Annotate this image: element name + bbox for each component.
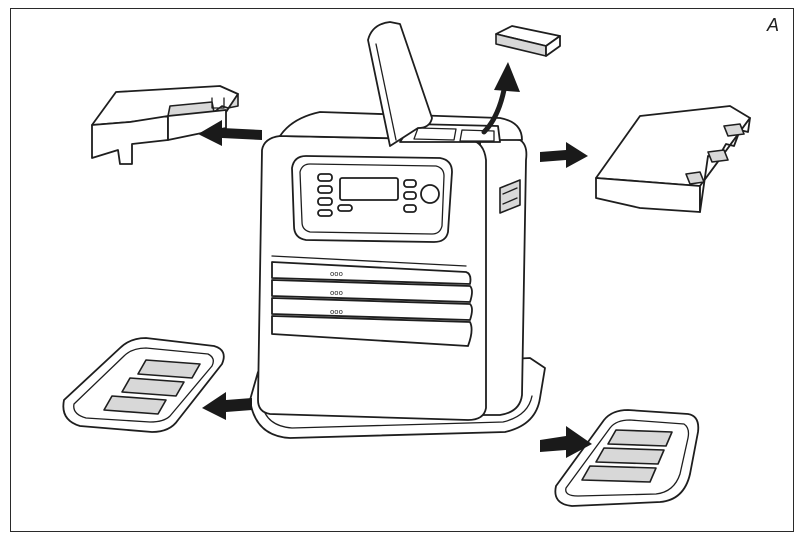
- heater-body: ooo ooo ooo: [249, 21, 546, 439]
- arrow-bottom-right: [540, 426, 592, 458]
- arrow-lid-packing: [481, 62, 520, 135]
- figure-label: A: [766, 15, 779, 35]
- top-right-packing: [595, 105, 751, 213]
- top-left-packing: [91, 85, 239, 165]
- bottom-right-packing: [554, 409, 700, 507]
- figure-frame: A: [10, 8, 794, 532]
- arrow-top-left: [198, 120, 262, 146]
- svg-text:ooo: ooo: [330, 308, 343, 316]
- svg-text:ooo: ooo: [330, 289, 343, 297]
- tank-lid-packing: [495, 25, 561, 57]
- bottom-left-packing: [62, 337, 225, 433]
- arrow-top-right: [540, 142, 588, 168]
- svg-text:ooo: ooo: [330, 270, 343, 278]
- arrow-bottom-left: [202, 392, 252, 420]
